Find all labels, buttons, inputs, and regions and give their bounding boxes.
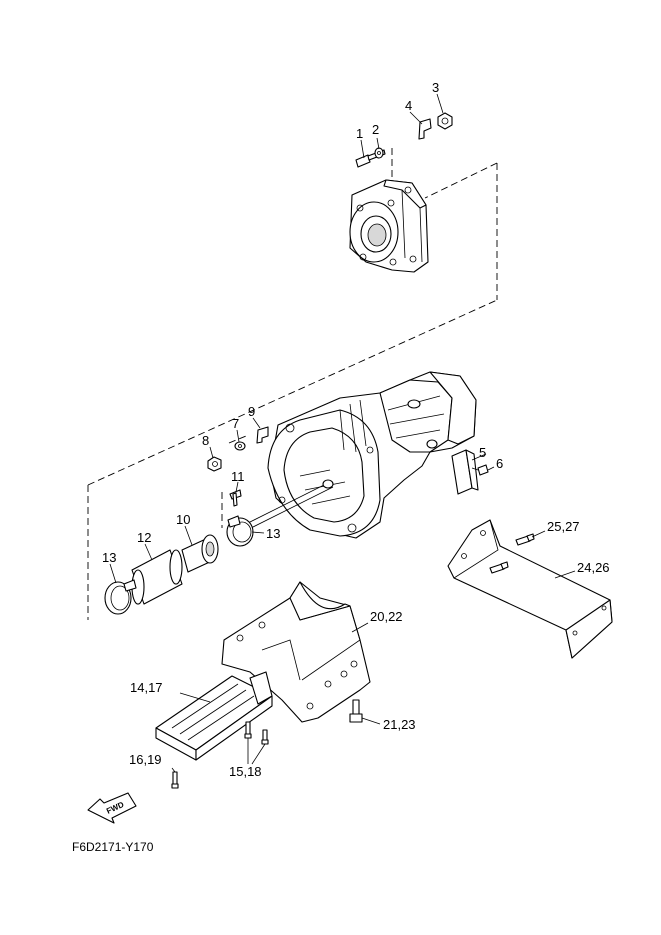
fwd-arrow-icon: FWD — [87, 792, 137, 824]
washer-7 — [234, 441, 246, 451]
drive-shaft — [245, 479, 334, 530]
callout-9: 9 — [248, 404, 255, 419]
callout-12: 12 — [137, 530, 151, 545]
screw-25-27-upper — [515, 533, 535, 546]
screw-15-18-right — [261, 729, 269, 745]
assembly-guide-lines — [87, 148, 498, 620]
callout-13-rear: 13 — [266, 526, 280, 541]
bolt-11 — [229, 489, 242, 507]
nut-8 — [207, 456, 222, 472]
callout-1: 1 — [356, 126, 363, 141]
callout-15-18: 15,18 — [229, 764, 262, 779]
hose-12 — [131, 549, 183, 605]
callout-16-19: 16,19 — [129, 752, 162, 767]
figure-code: F6D2171-Y170 — [72, 840, 154, 854]
callout-24-26: 24,26 — [577, 560, 610, 575]
leader-lines — [109, 93, 576, 773]
clamp-13-rear — [226, 515, 254, 547]
callout-21-23: 21,23 — [383, 717, 416, 732]
callout-labels: 1 2 3 4 5 6 7 8 9 11 10 12 13 13 25,27 2… — [102, 80, 610, 779]
bracket-9 — [256, 426, 269, 444]
callout-10: 10 — [176, 512, 190, 527]
callout-13-front: 13 — [102, 550, 116, 565]
callout-3: 3 — [432, 80, 439, 95]
bracket-4 — [418, 118, 432, 140]
callout-6: 6 — [496, 456, 503, 471]
callout-4: 4 — [405, 98, 412, 113]
callout-25-27: 25,27 — [547, 519, 580, 534]
bolt-21-23 — [349, 699, 363, 723]
washer-2 — [374, 147, 384, 159]
collar-10 — [181, 534, 219, 573]
callout-8: 8 — [202, 433, 209, 448]
callout-20-22: 20,22 — [370, 609, 403, 624]
nut-3 — [437, 112, 453, 130]
callout-5: 5 — [479, 445, 486, 460]
screw-15-18-left — [244, 721, 252, 739]
callout-7: 7 — [232, 416, 239, 431]
jet-pump-housing — [267, 371, 477, 539]
callout-2: 2 — [372, 122, 379, 137]
clamp-13-front — [104, 579, 137, 615]
screw-16-19 — [171, 771, 179, 789]
screw-25-27-lower — [489, 561, 509, 574]
ride-plate-14-17 — [155, 671, 273, 761]
rubber-5 — [451, 449, 479, 495]
screw-6 — [471, 464, 489, 476]
callout-14-17: 14,17 — [130, 680, 163, 695]
callout-11: 11 — [231, 469, 245, 484]
bearing-housing — [349, 179, 429, 273]
cover-plate-24-26 — [447, 519, 613, 659]
